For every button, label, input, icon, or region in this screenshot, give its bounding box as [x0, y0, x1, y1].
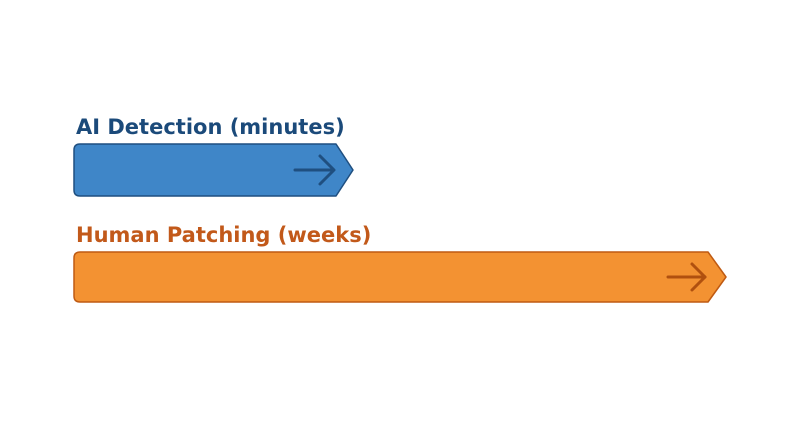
arrow-right-icon: [293, 154, 336, 186]
human-patching-label: Human Patching (weeks): [76, 223, 371, 247]
human-patching-row: Human Patching (weeks): [73, 223, 727, 303]
ai-detection-label: AI Detection (minutes): [76, 115, 345, 139]
ai-detection-row: AI Detection (minutes): [73, 115, 354, 197]
ai-detection-bar: [73, 143, 354, 197]
human-patching-bar: [73, 251, 727, 303]
arrow-right-icon: [666, 262, 707, 292]
